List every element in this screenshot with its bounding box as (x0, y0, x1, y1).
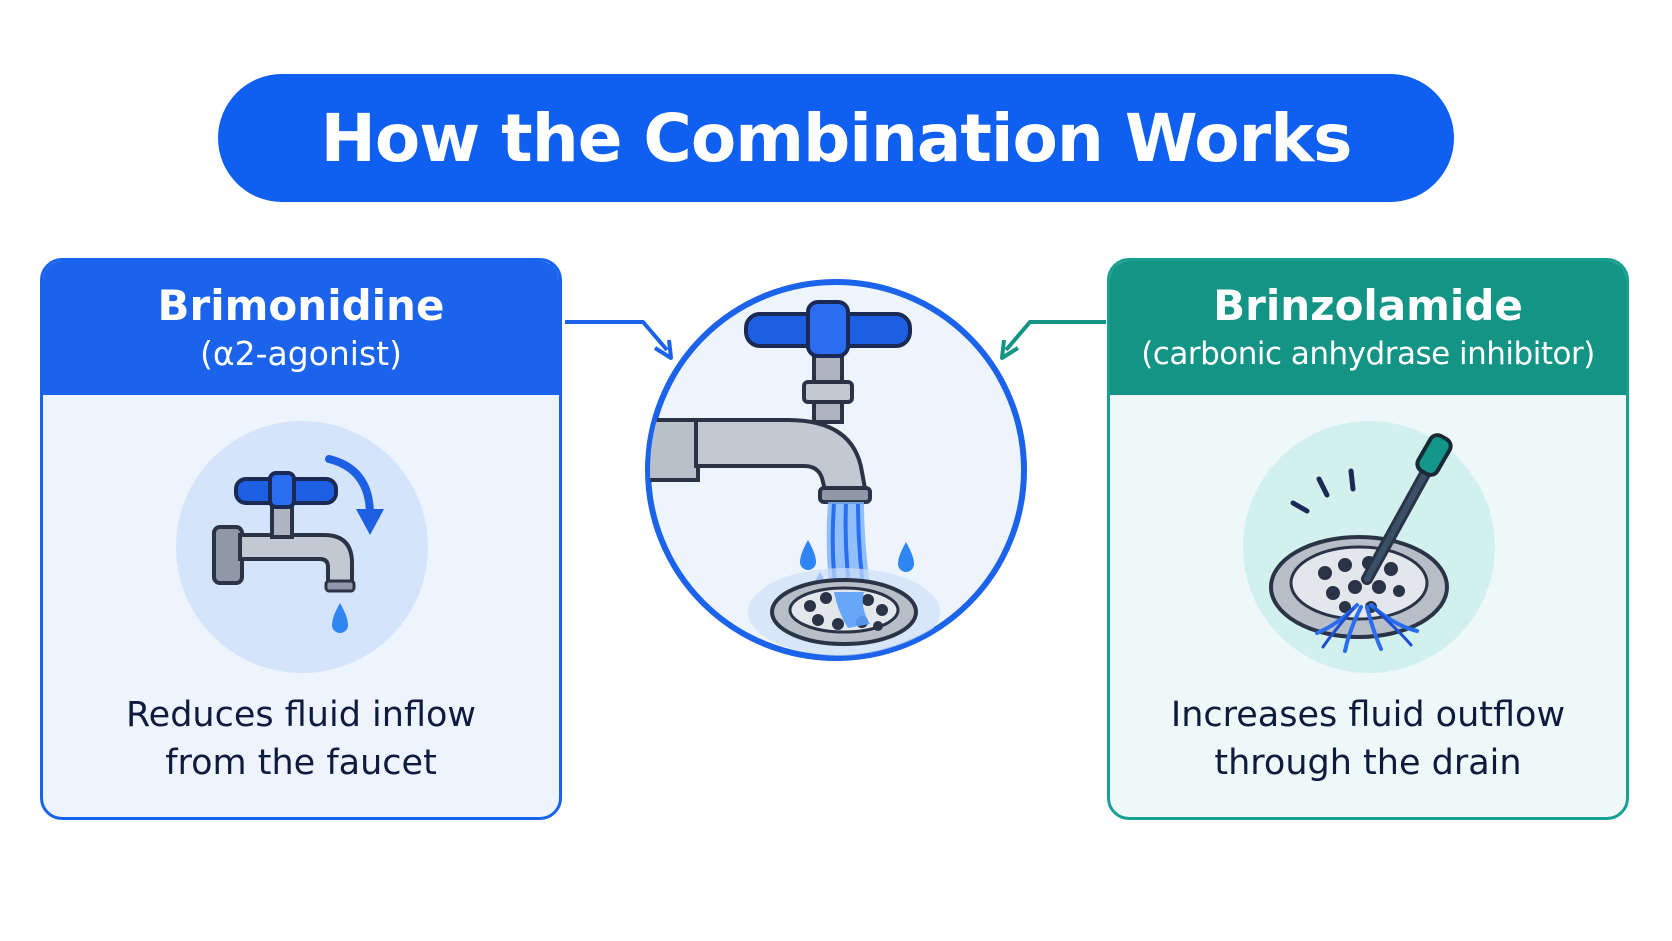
left-connector-arrow (565, 320, 673, 360)
brinzolamide-subtitle: (carbonic anhydrase inhibitor) (1141, 336, 1595, 372)
faucet-turn-down-icon (176, 421, 428, 673)
brinzolamide-title: Brinzolamide (1213, 281, 1523, 330)
brimonidine-description-line2: from the faucet (165, 743, 437, 783)
brinzolamide-card-header: Brinzolamide (carbonic anhydrase inhibit… (1110, 261, 1626, 395)
brinzolamide-description: Increases fluid outflow through the drai… (1110, 691, 1626, 787)
brimonidine-title: Brimonidine (157, 281, 445, 330)
title-banner: How the Combination Works (218, 74, 1454, 202)
brinzolamide-card: Brinzolamide (carbonic anhydrase inhibit… (1107, 258, 1629, 820)
brinzolamide-description-line1: Increases fluid outflow (1170, 695, 1566, 735)
brimonidine-card-header: Brimonidine (α2-agonist) (43, 261, 559, 395)
right-connector-arrow (1000, 320, 1106, 360)
brimonidine-card: Brimonidine (α2-agonist) Reduces fluid i… (40, 258, 562, 820)
drain-unclog-icon (1243, 421, 1495, 673)
faucet-and-drain-icon (645, 279, 1027, 661)
brinzolamide-description-line2: through the drain (1214, 743, 1522, 783)
brimonidine-description: Reduces fluid inflow from the faucet (43, 691, 559, 787)
brimonidine-subtitle: (α2-agonist) (200, 334, 402, 373)
page-title: How the Combination Works (320, 99, 1353, 177)
brimonidine-description-line1: Reduces fluid inflow (125, 695, 477, 735)
